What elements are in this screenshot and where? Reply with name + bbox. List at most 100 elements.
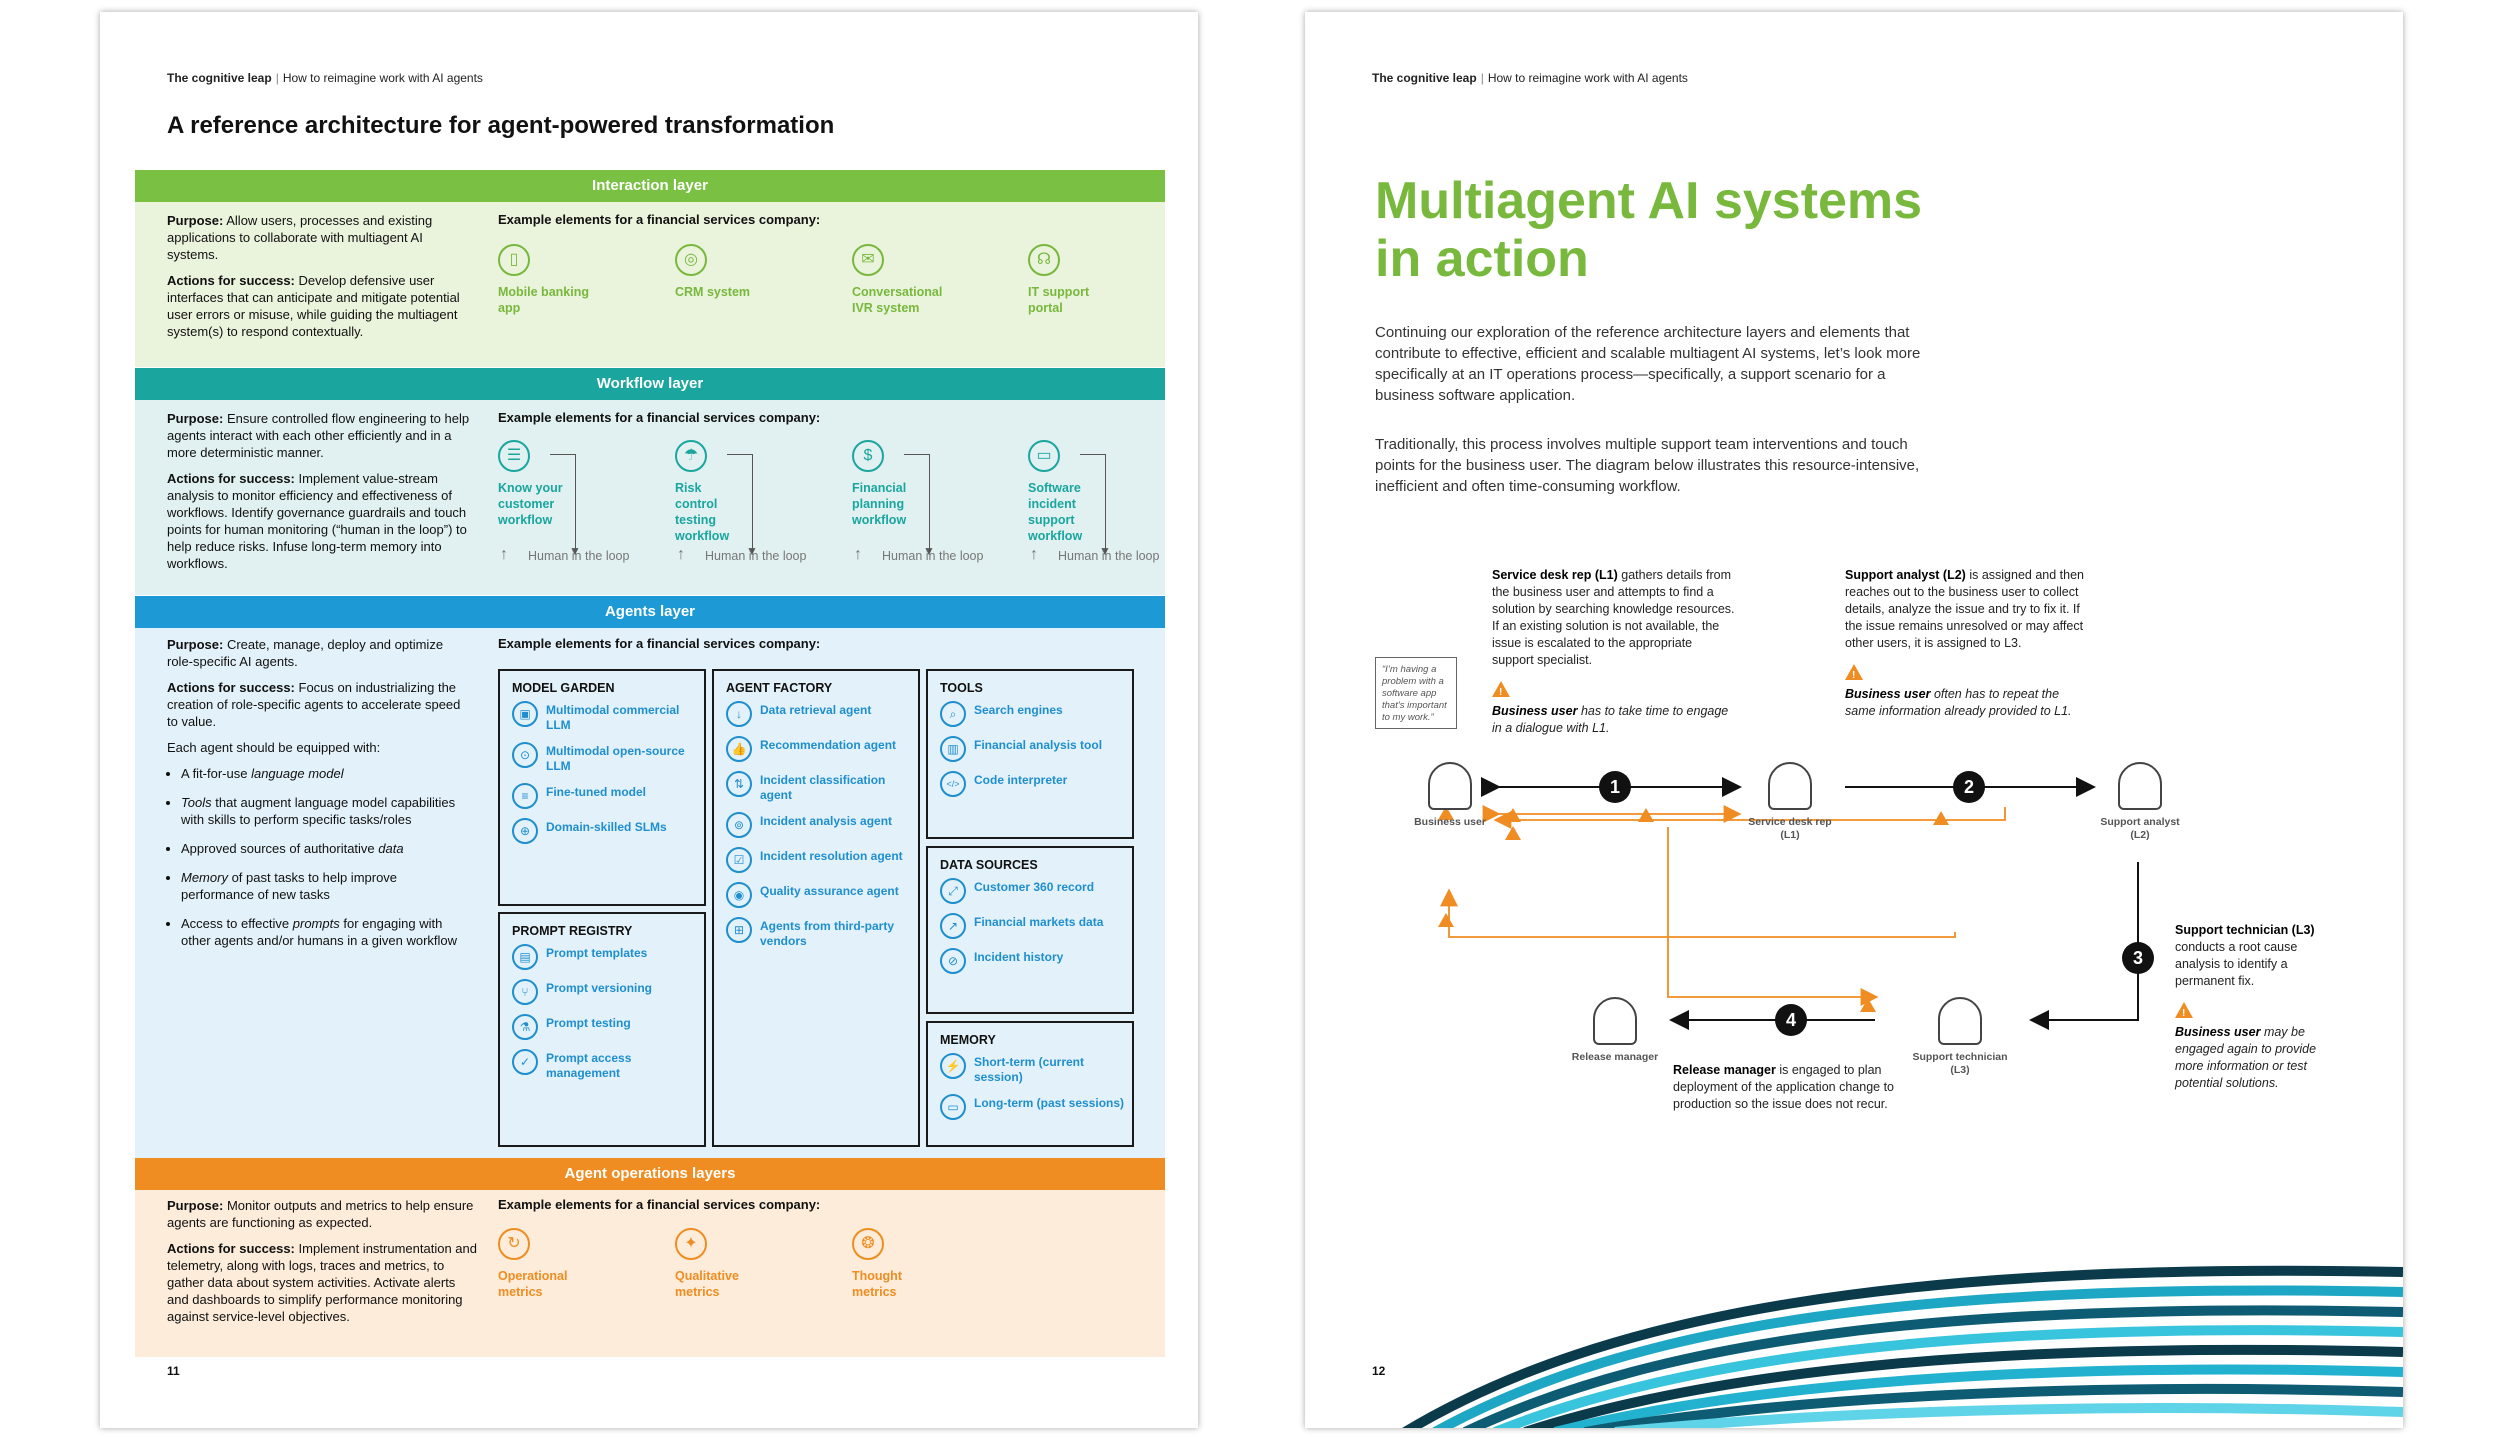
step-4-badge: 4	[1775, 1004, 1807, 1036]
prompt-item: ⚗Prompt testing	[512, 1014, 704, 1040]
workflow-item-risk: ☂ Risk control testing workflow ▼ ↑ Huma…	[675, 440, 850, 580]
agents-layer-bar: Agents layer	[135, 596, 1165, 628]
tool-item: ▥Financial analysis tool	[940, 736, 1132, 762]
data-item: ↗Financial markets data	[940, 913, 1132, 939]
model-icon: ▣	[512, 701, 538, 727]
operations-example-head: Example elements for a financial service…	[498, 1197, 821, 1212]
memory-item: ⚡Short-term (current session)	[940, 1053, 1132, 1085]
memory-item: ▭Long-term (past sessions)	[940, 1094, 1132, 1120]
tool-item: </>Code interpreter	[940, 771, 1132, 797]
cycle-icon: ↻	[498, 1228, 530, 1260]
person-icon	[1593, 997, 1637, 1045]
agent-item: 👍Recommendation agent	[726, 736, 918, 762]
bar-chart-icon: ▥	[940, 736, 966, 762]
operations-item-operational: ↻ Operational metrics	[498, 1228, 588, 1300]
thumbs-up-icon: 👍	[726, 736, 752, 762]
step3-arrow	[2029, 862, 2139, 1030]
data-item: ⤢Customer 360 record	[940, 878, 1132, 904]
page-title: A reference architecture for agent-power…	[167, 112, 835, 139]
person-business-user: Business user	[1400, 762, 1500, 829]
l3-engage-arrow	[1667, 827, 1879, 1006]
list-icon: ☰	[498, 440, 530, 472]
page-number: 11	[167, 1364, 180, 1378]
operations-layer-bar: Agent operations layers	[135, 1158, 1165, 1190]
page-title: Multiagent AI systems in action	[1375, 172, 1923, 288]
memory-box: MEMORY ⚡Short-term (current session) ▭Lo…	[926, 1021, 1134, 1147]
arrow-up-icon: ↑	[500, 546, 508, 563]
l2-description: Support analyst (L2) is assigned and the…	[1845, 567, 2090, 720]
crm-icon: ◎	[675, 244, 707, 276]
operations-layer-panel	[135, 1175, 1165, 1357]
prompt-registry-box: PROMPT REGISTRY ▤Prompt templates ⑂Promp…	[498, 912, 706, 1147]
flask-icon: ⚗	[512, 1014, 538, 1040]
operations-item-qualitative: ✦ Qualitative metrics	[675, 1228, 765, 1300]
code-icon: </>	[940, 771, 966, 797]
interaction-item-it-support: ☊ IT support portal	[1028, 244, 1108, 316]
download-icon: ↓	[726, 701, 752, 727]
agent-factory-box: AGENT FACTORY ↓Data retrieval agent 👍Rec…	[712, 669, 920, 1147]
bulb-icon: ✦	[675, 1228, 707, 1260]
prompt-item: ⑂Prompt versioning	[512, 979, 704, 1005]
human-in-loop-label: Human in the loop	[528, 549, 630, 563]
agents-example-head: Example elements for a financial service…	[498, 636, 821, 651]
step-1-badge: 1	[1599, 771, 1631, 803]
step-3-badge: 3	[2122, 942, 2154, 974]
agent-item: ⇅Incident classification agent	[726, 771, 918, 803]
badge-icon: ◉	[726, 882, 752, 908]
person-icon	[1938, 997, 1982, 1045]
left-page: The cognitive leap|How to reimagine work…	[100, 12, 1198, 1428]
intro-paragraph-1: Continuing our exploration of the refere…	[1375, 324, 1921, 404]
person-support-analyst: Support analyst (L2)	[2090, 762, 2190, 842]
trend-icon: ↗	[940, 913, 966, 939]
model-item: ▣Multimodal commercial LLM	[512, 701, 704, 733]
workflow-description: Purpose: Ensure controlled flow engineer…	[167, 411, 470, 571]
branch-icon: ⑂	[512, 979, 538, 1005]
person-release-manager: Release manager	[1565, 997, 1665, 1064]
prompt-item: ✓Prompt access management	[512, 1049, 704, 1081]
lightning-icon: ⚡	[940, 1053, 966, 1079]
umbrella-icon: ☂	[675, 440, 707, 472]
model-icon: ⊙	[512, 742, 538, 768]
target-icon: ⊕	[512, 818, 538, 844]
vendor-icon: ⊞	[726, 917, 752, 943]
person-icon	[1768, 762, 1812, 810]
storage-icon: ▭	[940, 1094, 966, 1120]
l1-description: Service desk rep (L1) gathers details fr…	[1492, 567, 1737, 737]
mobile-icon: ▯	[498, 244, 530, 276]
l3-description: Support technician (L3) conducts a root …	[2175, 922, 2325, 1092]
prompt-item: ▤Prompt templates	[512, 944, 704, 970]
warning-icon	[1492, 681, 1510, 701]
speech-bubble: “I’m having a problem with a software ap…	[1375, 657, 1457, 729]
arrow-up-icon: ↑	[677, 546, 685, 563]
running-head: The cognitive leap|How to reimagine work…	[1372, 71, 1688, 85]
warning-icon	[2175, 1002, 2193, 1022]
agent-item: ⊞Agents from third-party vendors	[726, 917, 918, 949]
headset-icon: ☊	[1028, 244, 1060, 276]
workflow-layer-bar: Workflow layer	[135, 368, 1165, 400]
sort-icon: ⇅	[726, 771, 752, 797]
person-support-tech: Support technician (L3)	[1910, 997, 2010, 1077]
workflow-example-head: Example elements for a financial service…	[498, 410, 821, 425]
human-in-loop-label: Human in the loop	[882, 549, 984, 563]
person-service-desk: Service desk rep (L1)	[1740, 762, 1840, 842]
step-2-badge: 2	[1953, 771, 1985, 803]
agents-description: Purpose: Create, manage, deploy and opti…	[167, 636, 472, 961]
agent-item: ☑Incident resolution agent	[726, 847, 918, 873]
l3-feedback-arrow	[1440, 888, 1956, 938]
expand-icon: ⤢	[940, 878, 966, 904]
model-item: ⊕Domain-skilled SLMs	[512, 818, 704, 844]
right-page: The cognitive leap|How to reimagine work…	[1305, 12, 2403, 1428]
workflow-item-kyc: ☰ Know your customer workflow ▼ ↑ Human …	[498, 440, 673, 580]
interaction-description: Purpose: Allow users, processes and exis…	[167, 213, 460, 339]
brain-icon: ❂	[852, 1228, 884, 1260]
warning-icon	[1845, 664, 1863, 684]
interaction-item-mobile: ▯ Mobile banking app	[498, 244, 613, 316]
interaction-layer-panel	[135, 187, 1165, 367]
analysis-icon: ⊚	[726, 812, 752, 838]
workflow-item-financial: $ Financial planning workflow ▼ ↑ Human …	[852, 440, 1027, 580]
person-icon	[1428, 762, 1472, 810]
sliders-icon: ≡	[512, 783, 538, 809]
workflow-layer-panel	[135, 385, 1165, 595]
operations-item-thought: ❂ Thought metrics	[852, 1228, 942, 1300]
tool-item: ⌕Search engines	[940, 701, 1132, 727]
